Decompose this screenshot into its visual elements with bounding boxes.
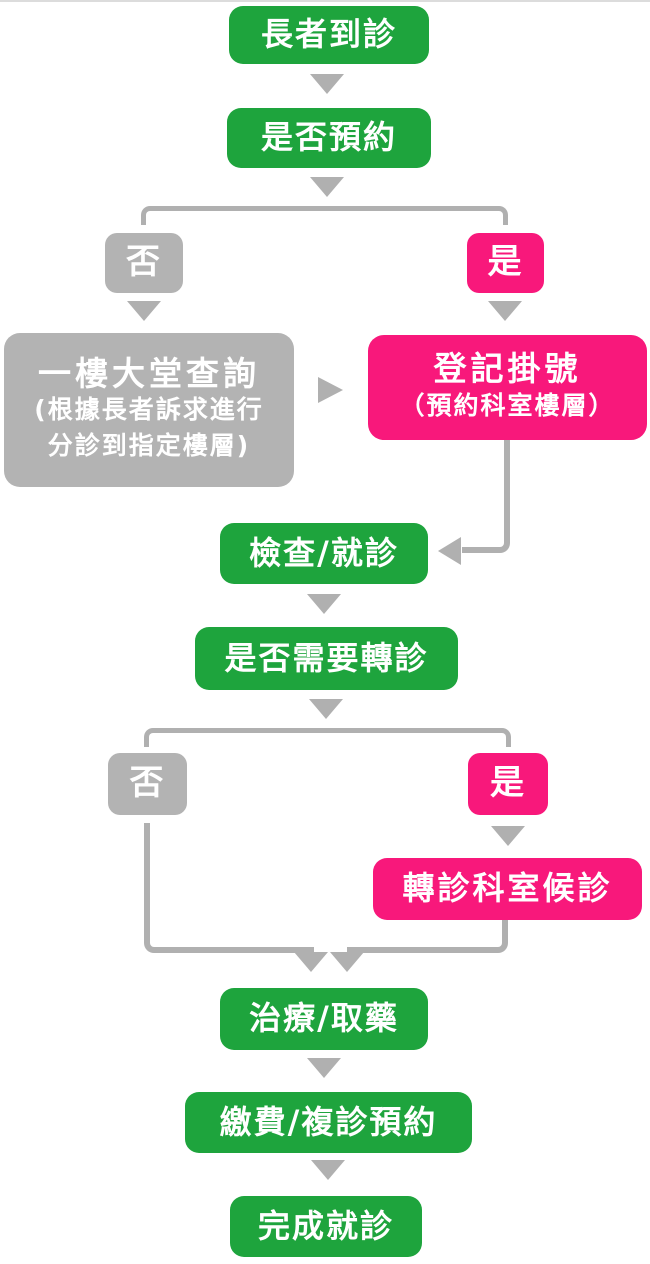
node-exam: 檢查/就診 [220,523,428,584]
node-referral-question-label: 是否需要轉診 [224,638,429,677]
node-branch2-no: 否 [108,753,187,815]
arrow-down-icon [330,952,364,972]
arrow-down-icon [307,1058,341,1078]
node-done: 完成就診 [230,1196,422,1257]
arrow-down-icon [311,1160,345,1180]
yes-path-merge-connector [347,920,508,953]
arrow-right-icon [318,377,343,403]
node-referral-wait-label: 轉診科室候診 [402,869,613,908]
arrow-down-icon [310,74,344,94]
node-treatment: 治療/取藥 [220,988,428,1050]
node-treatment-label: 治療/取藥 [249,999,399,1038]
branch2-yes-label: 是 [490,763,526,804]
node-payment: 繳費/複診預約 [185,1092,472,1153]
lobby-subtitle-line2: 分診到指定樓層) [47,431,251,461]
branch1-no-label: 否 [126,242,162,283]
register-to-exam-connector [462,440,510,553]
node-referral-wait: 轉診科室候診 [373,858,642,920]
register-title: 登記掛號 [433,349,582,389]
node-arrive: 長者到診 [229,6,429,64]
node-done-label: 完成就診 [257,1206,394,1245]
branch2-connector [144,728,511,747]
node-branch1-no: 否 [105,233,183,293]
arrow-down-icon [310,177,344,197]
branch1-yes-label: 是 [487,242,524,283]
lobby-title: 一樓大堂查詢 [38,353,260,393]
no-path-merge-connector [144,823,314,953]
arrow-down-icon [488,301,522,321]
node-booking-question-label: 是否預約 [260,118,397,157]
node-branch2-yes: 是 [468,753,548,815]
branch1-connector [141,206,508,225]
node-arrive-label: 長者到診 [260,15,397,54]
arrow-down-icon [491,826,525,846]
arrow-down-icon [127,301,161,321]
node-payment-label: 繳費/複診預約 [219,1102,438,1141]
node-referral-question: 是否需要轉診 [195,627,458,690]
arrow-down-icon [294,952,328,972]
lobby-subtitle-line1: (根據長者訴求進行 [34,394,264,424]
node-booking-question: 是否預約 [227,108,431,168]
node-exam-label: 檢查/就診 [249,533,399,572]
node-lobby-triage: 一樓大堂查詢 (根據長者訴求進行 分診到指定樓層) [4,333,294,487]
arrow-left-icon [438,537,461,565]
branch2-no-label: 否 [129,763,166,804]
register-subtitle: （預約科室樓層） [399,390,616,420]
arrow-down-icon [307,594,341,614]
node-register: 登記掛號 （預約科室樓層） [368,335,647,440]
top-divider [0,0,650,2]
node-branch1-yes: 是 [467,233,544,293]
arrow-down-icon [309,699,343,719]
